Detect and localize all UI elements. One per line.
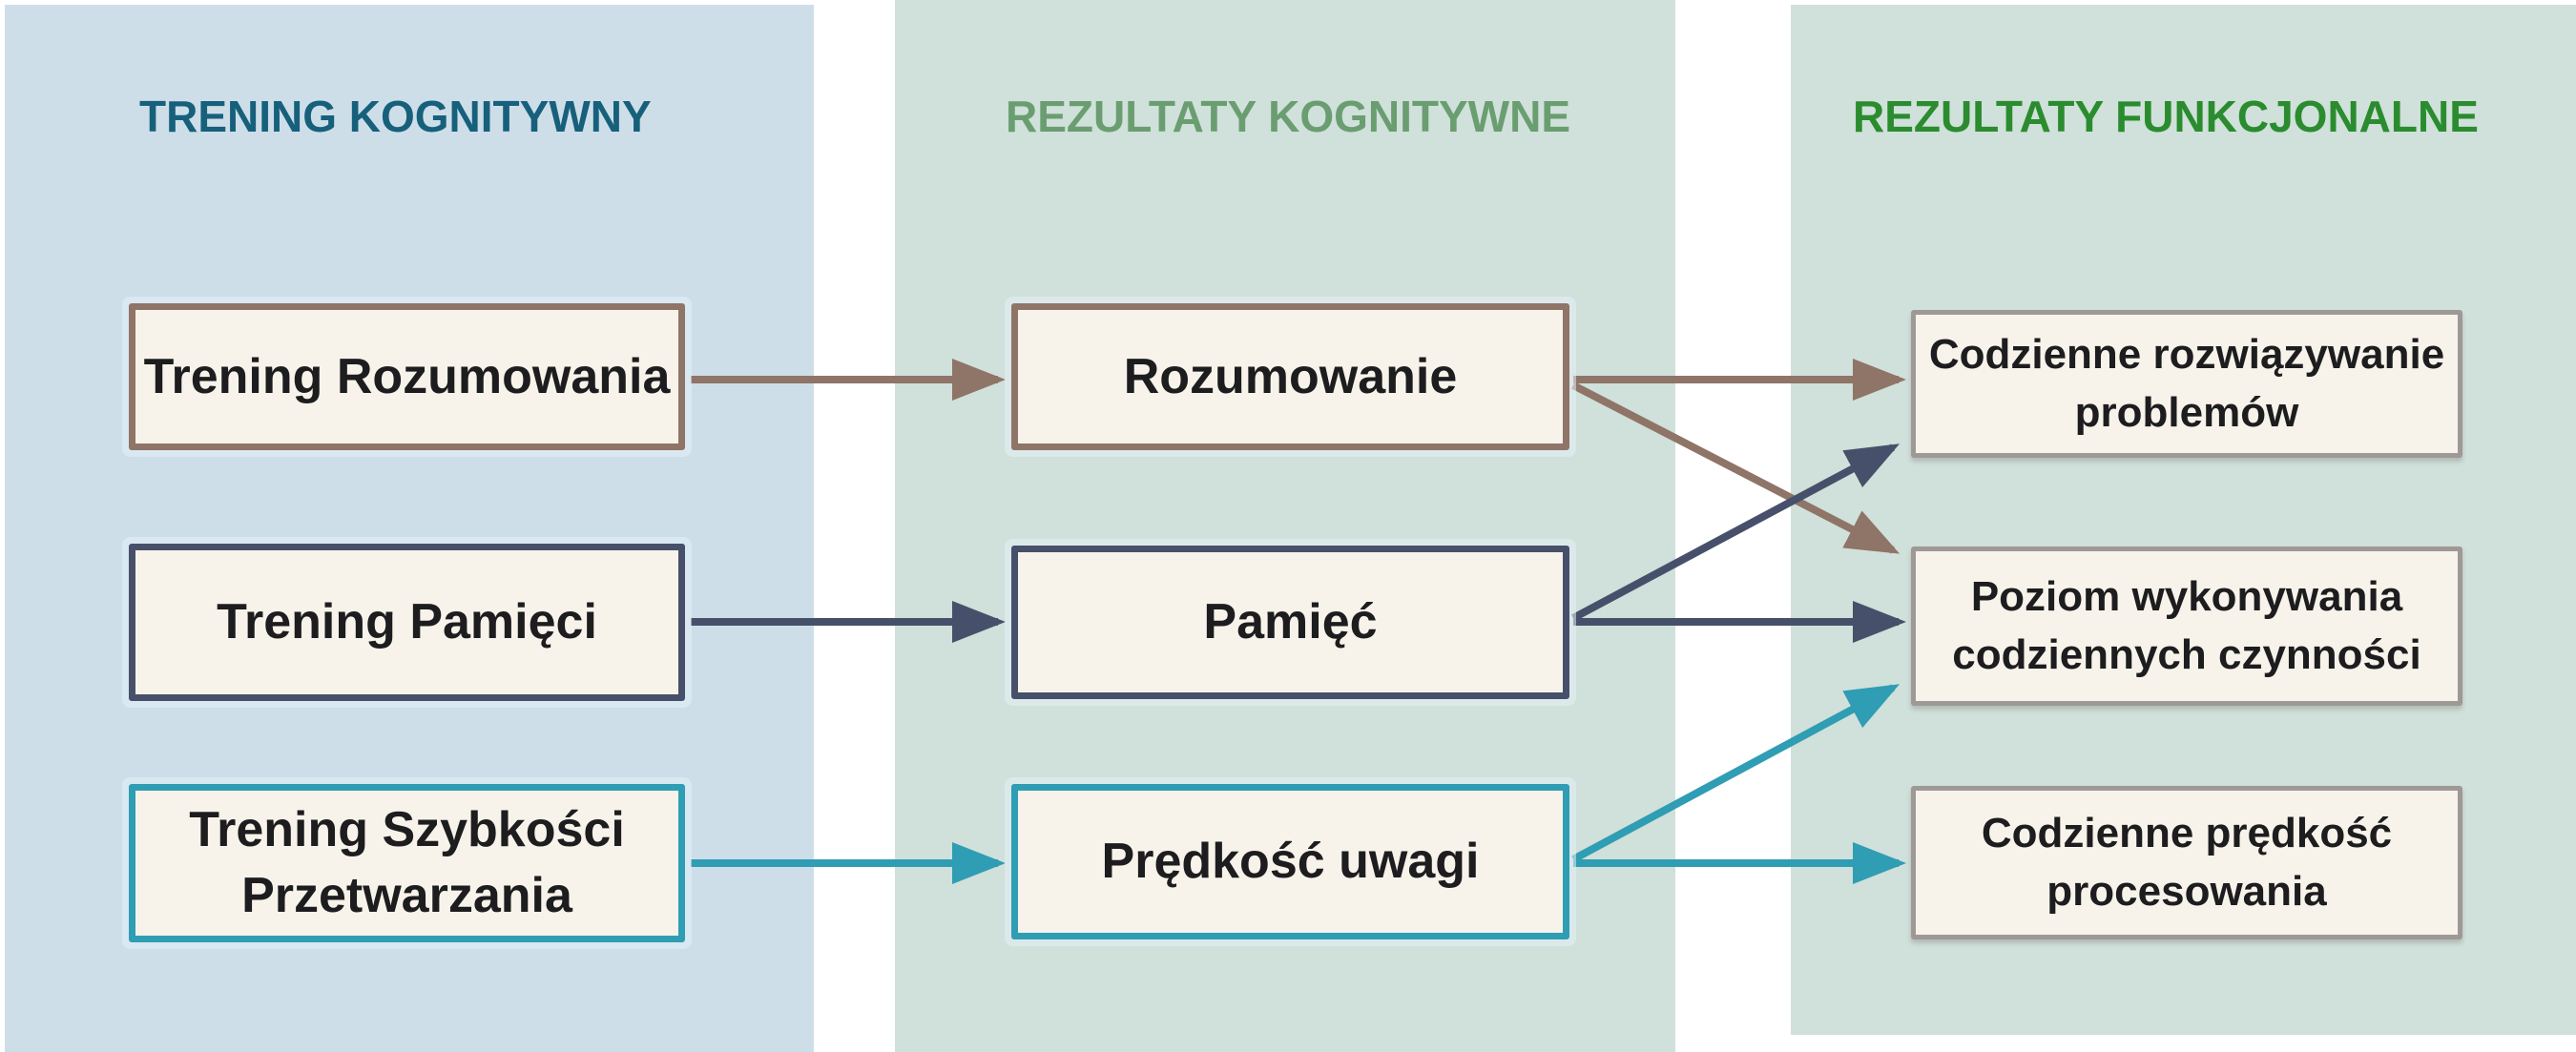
box-trening-szybkosci-przetwarzania: Trening Szybkości Przetwarzania (129, 784, 685, 942)
box-label: Codzienne rozwiązywanie problemów (1928, 330, 2445, 436)
box-codzienne-predkosc-procesowania: Codzienne prędkość procesowania (1911, 786, 2462, 939)
box-predkosc-uwagi: Prędkość uwagi (1011, 784, 1569, 939)
header-cognitive-training: TRENING KOGNITYWNY (139, 92, 652, 141)
box-pamiec: Pamięć (1011, 546, 1569, 699)
box-poziom-wykonywania-codziennych-czynnosci: Poziom wykonywania codziennych czynności (1911, 547, 2462, 706)
box-trening-pamieci: Trening Pamięci (129, 544, 685, 701)
box-label: Codzienne prędkość procesowania (1981, 809, 2393, 915)
box-label: Pamięć (1203, 594, 1378, 650)
box-label: Trening Pamięci (217, 594, 597, 650)
box-rozumowanie: Rozumowanie (1011, 303, 1569, 450)
box-label: Poziom wykonywania codziennych czynności (1952, 572, 2421, 678)
header-functional-results: REZULTATY FUNKCJONALNE (1853, 92, 2479, 141)
box-label: Rozumowanie (1123, 348, 1458, 404)
box-label: Trening Rozumowania (143, 348, 671, 404)
box-label: Trening Szybkości Przetwarzania (189, 802, 625, 923)
header-cognitive-results: REZULTATY KOGNITYWNE (1006, 92, 1571, 141)
box-trening-rozumowania: Trening Rozumowania (129, 303, 685, 450)
box-codzienne-rozwiazywanie-problemow: Codzienne rozwiązywanie problemów (1911, 310, 2462, 458)
box-label: Prędkość uwagi (1101, 834, 1480, 890)
